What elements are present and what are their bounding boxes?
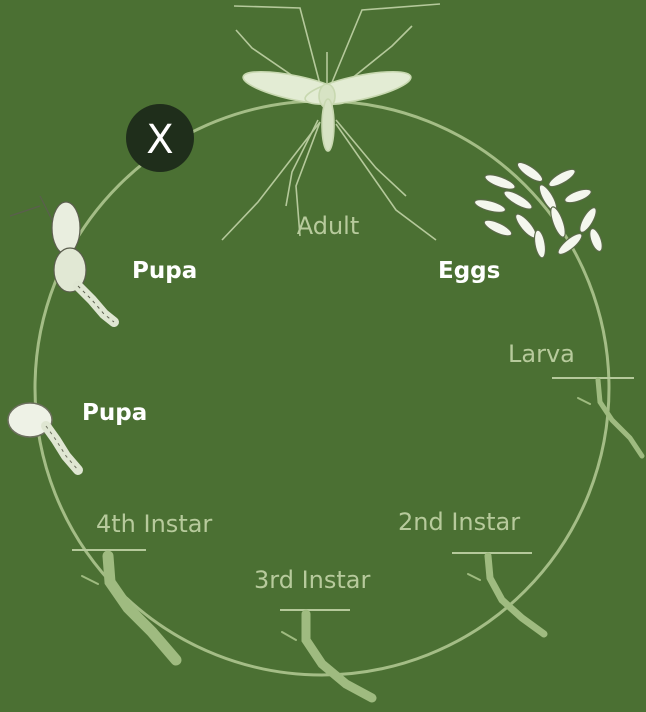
eggs-label: Eggs	[438, 258, 500, 284]
x-marker-label: X	[146, 117, 173, 163]
larva-label: Larva	[508, 340, 575, 368]
adult-label: Adult	[297, 212, 360, 240]
pupa-lower-label: Pupa	[82, 400, 147, 426]
fourth-instar-label: 4th Instar	[96, 510, 212, 538]
pupa-upper-icon	[10, 196, 114, 322]
eggs-icon	[473, 159, 605, 258]
pupa-upper-label: Pupa	[132, 258, 197, 284]
second-instar-label: 2nd Instar	[398, 508, 520, 536]
second-instar-larva-icon	[468, 556, 544, 634]
third-instar-label: 3rd Instar	[254, 566, 370, 594]
x-marker: X	[126, 104, 194, 172]
third-instar-larva-icon	[282, 614, 372, 698]
fourth-instar-larva-icon	[82, 556, 176, 660]
adult-mosquito-icon	[222, 4, 440, 240]
